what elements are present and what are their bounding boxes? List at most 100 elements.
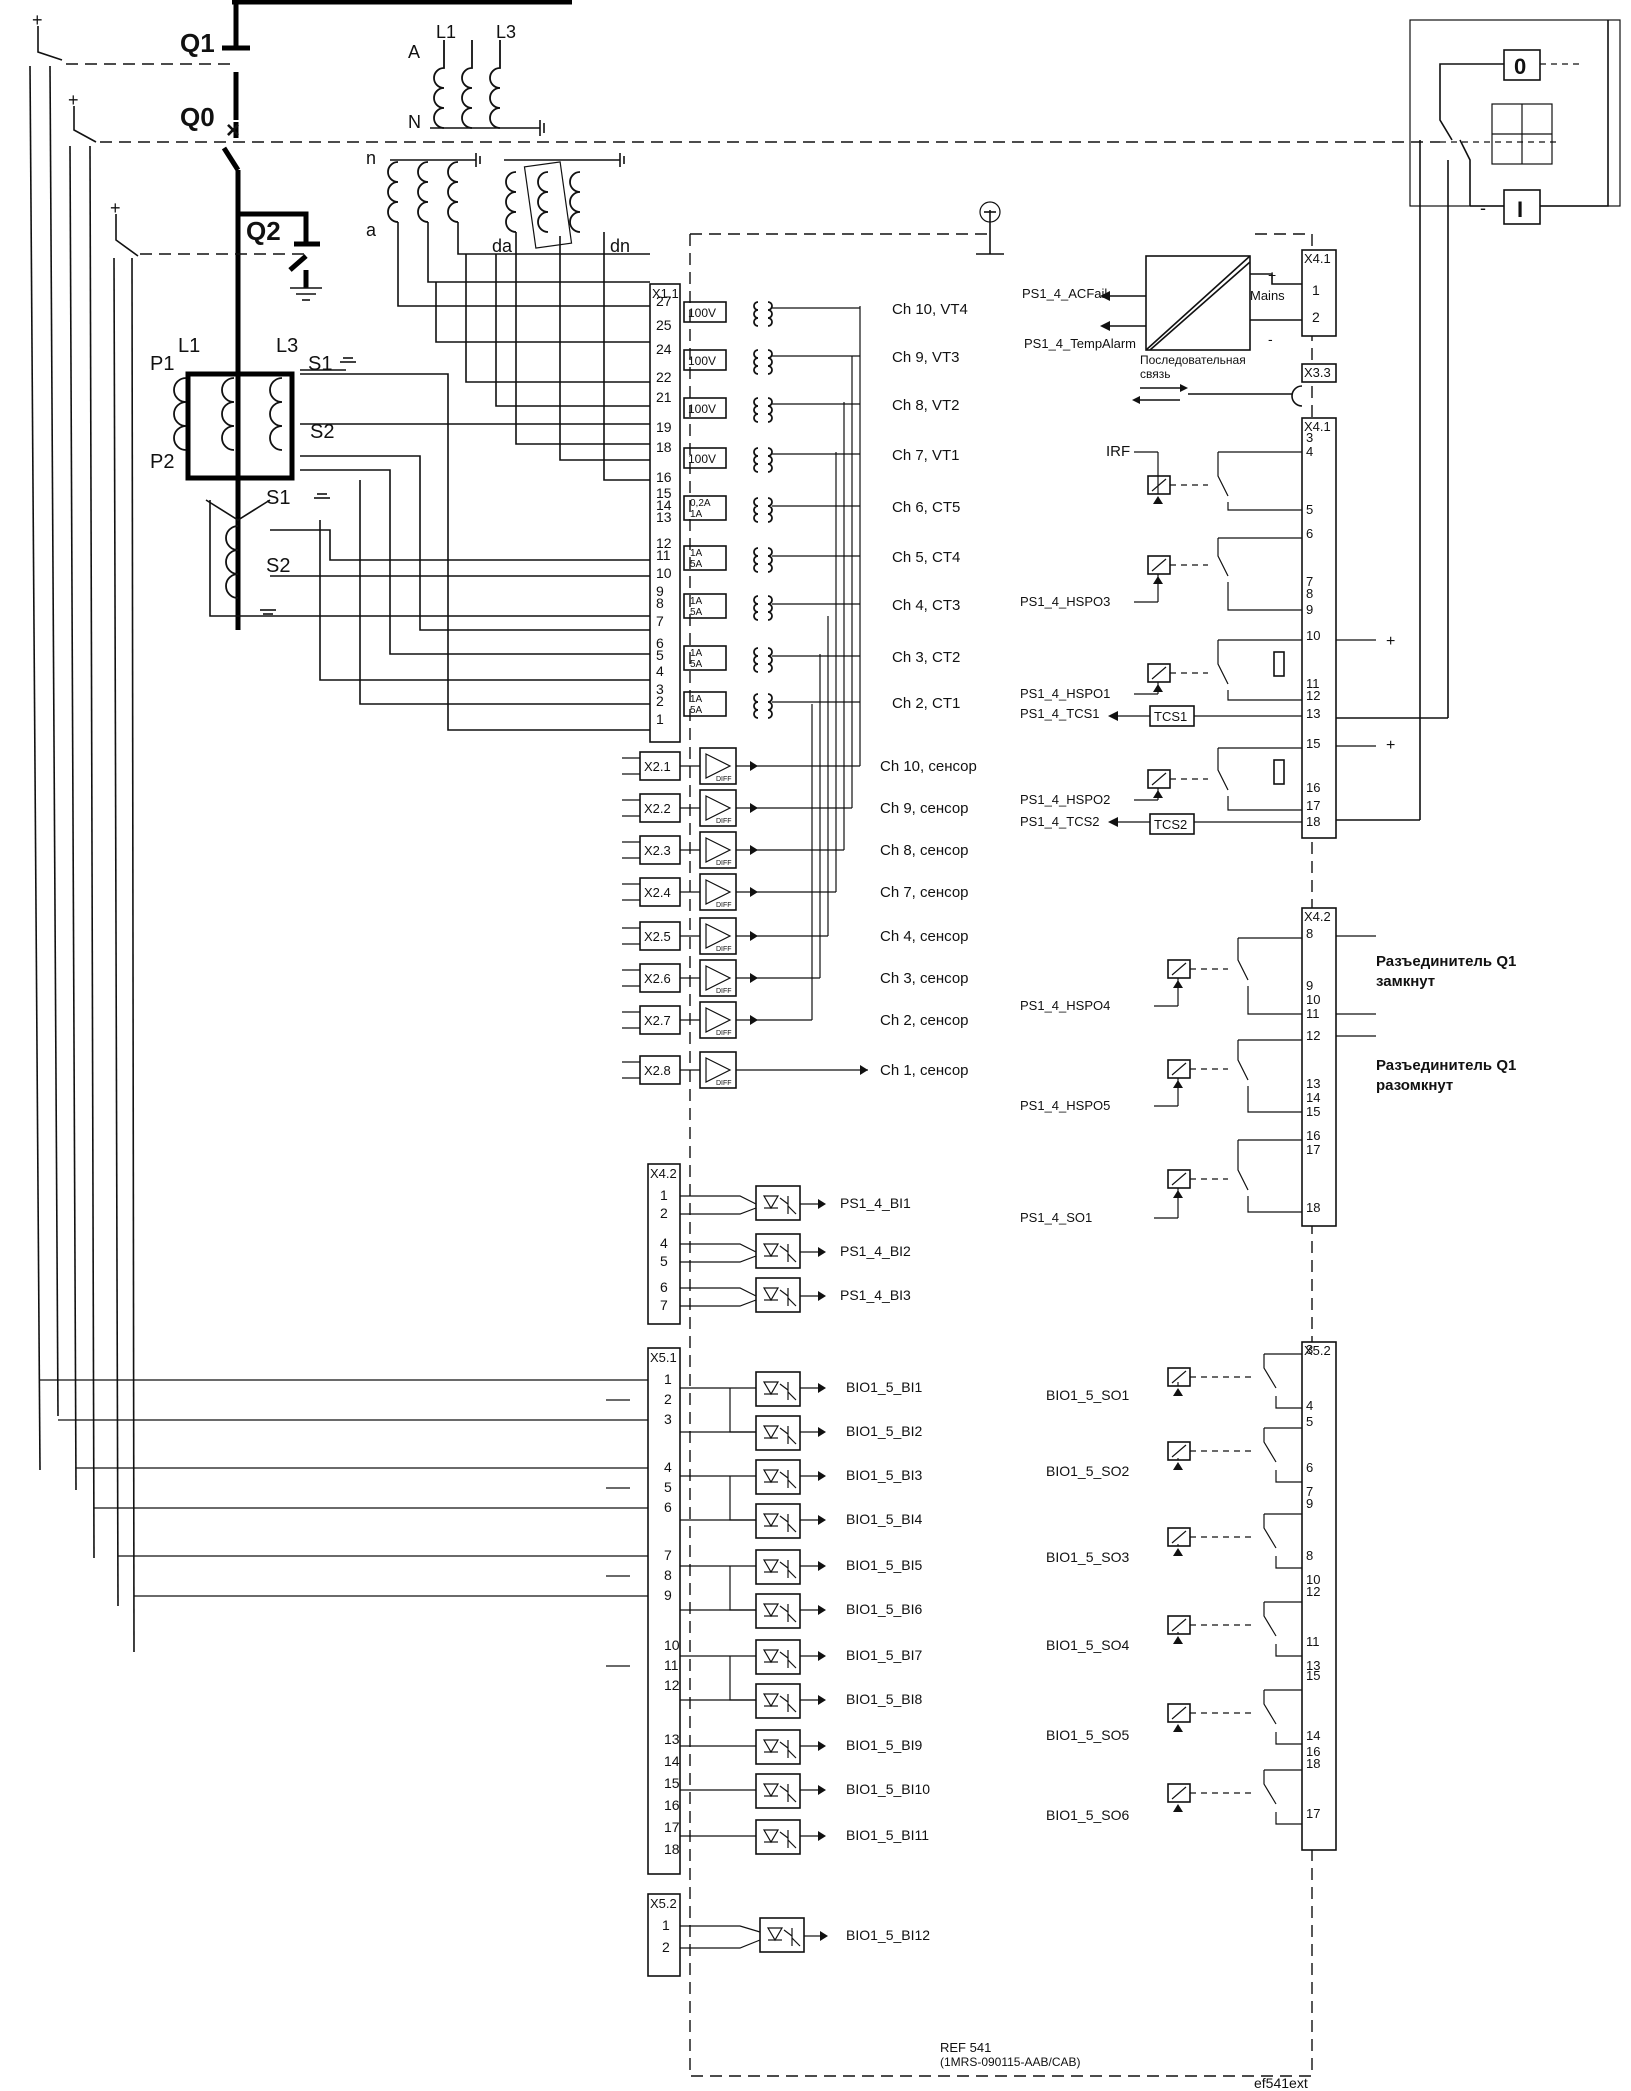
x5-1-pin-3: 3 xyxy=(664,1411,672,1427)
relay-coil-slash xyxy=(1171,1786,1187,1800)
x4-2-pin: 2 xyxy=(660,1205,668,1221)
optocoupler-diode xyxy=(762,1649,780,1664)
sensor-port: X2.1 xyxy=(644,759,671,774)
sensor-channel-label: Ch 7, сенсор xyxy=(880,884,969,901)
bio-so-label: BIO1_5_SO1 xyxy=(1046,1387,1129,1403)
optocoupler-ray xyxy=(779,1695,789,1703)
bi-wire xyxy=(680,1255,757,1263)
bi-common-link xyxy=(729,1656,756,1701)
sensor-port: X2.5 xyxy=(644,929,671,944)
optocoupler-diode xyxy=(766,1927,784,1942)
relay-coil-slash xyxy=(1171,1062,1187,1076)
q0-cross: × xyxy=(226,117,240,144)
bio-bi-label: BIO1_5_BI11 xyxy=(846,1827,929,1843)
x1-1-pin-7: 7 xyxy=(656,613,664,629)
vt-primary-coils xyxy=(430,40,545,136)
arrow-head xyxy=(1173,1080,1183,1088)
relay-coil-slash xyxy=(1171,962,1187,976)
optocoupler-ray xyxy=(779,1651,789,1659)
arrow-head xyxy=(750,931,758,941)
optocoupler-emitter xyxy=(791,1937,801,1947)
sensor-port: X2.2 xyxy=(644,801,671,816)
optocoupler-emitter xyxy=(787,1205,797,1215)
relay-contact xyxy=(1217,748,1229,791)
optocoupler-emitter xyxy=(787,1749,797,1759)
diff-label: DIFF xyxy=(716,860,732,867)
ct-rating-box xyxy=(683,593,727,619)
relay-contact xyxy=(1263,1602,1277,1637)
relay-contact-return xyxy=(1247,1196,1302,1213)
output-pin-5: 5 xyxy=(1306,502,1313,517)
ct-rating-high: 1A xyxy=(690,694,703,705)
power-supply: X4.1 1 2 Mains + - PS1_4_ACFail PS1_4_Te… xyxy=(1022,249,1337,351)
ct-channel-label: Ch 5, CT4 xyxy=(892,549,960,566)
x4-2-pin: 6 xyxy=(660,1279,668,1295)
output-pin-7: 7 xyxy=(1306,1484,1313,1499)
x5-1-box xyxy=(647,1347,681,1875)
optocoupler-emitter xyxy=(787,1523,797,1533)
diff-amp-triangle xyxy=(705,1007,732,1033)
x4-2-pin: 7 xyxy=(660,1297,668,1313)
relay-contact-return xyxy=(1275,1470,1302,1483)
terminal-block-x1-1: X1.1 27252422211918161514131211109876543… xyxy=(649,283,968,743)
arrow-head xyxy=(818,1383,826,1393)
vt-rating: 100V xyxy=(688,306,716,320)
vt-a-label: A xyxy=(408,42,420,62)
x1-1-pin-1: 1 xyxy=(656,711,664,727)
arrow-head xyxy=(750,845,758,855)
relay-coil-slash xyxy=(1151,478,1167,492)
optocoupler-ray xyxy=(779,1785,789,1793)
relay-contact xyxy=(1237,938,1249,981)
arrow-head xyxy=(818,1199,826,1209)
relay-contact-return xyxy=(1247,1086,1302,1113)
vt-rating-box xyxy=(683,301,727,323)
bi-wire xyxy=(680,1243,757,1253)
ct-rating-high: 1A xyxy=(690,648,703,659)
arrow-head xyxy=(818,1831,826,1841)
optocoupler xyxy=(755,1277,801,1313)
relay-coil-slash xyxy=(1151,558,1167,572)
ct-rating-high: 1A xyxy=(690,548,703,559)
bi-common-link xyxy=(729,1476,756,1521)
optocoupler-ray xyxy=(779,1197,789,1205)
vt-coil-secondary xyxy=(767,397,773,423)
ct-s2-label: S2 xyxy=(310,421,334,443)
ct-rating-low: 1A xyxy=(690,509,703,520)
x5-1-pin-16: 16 xyxy=(664,1797,680,1813)
output-pin-11: 11 xyxy=(1306,1006,1320,1021)
output-pin-14: 14 xyxy=(1306,1728,1320,1743)
x1-1-pin-3: 3 xyxy=(656,681,664,697)
arrow-head xyxy=(818,1605,826,1615)
output-pin-9: 9 xyxy=(1306,1496,1313,1511)
x41-plus-2: + xyxy=(1386,737,1395,754)
diff-amp-triangle xyxy=(705,879,732,905)
sensor-port: X2.6 xyxy=(644,971,671,986)
optocoupler-diode xyxy=(762,1559,780,1574)
ct-n-s2-label: S2 xyxy=(266,555,290,577)
optocoupler-ray xyxy=(779,1289,789,1297)
relay-contact xyxy=(1263,1514,1277,1549)
x5-1-pin-5: 5 xyxy=(664,1479,672,1495)
x1-1-pin-24: 24 xyxy=(656,341,672,357)
optocoupler xyxy=(755,1503,801,1539)
bi-wire xyxy=(680,1195,757,1205)
ct-channel-label: Ch 2, CT1 xyxy=(892,695,960,712)
x4-2-pin: 1 xyxy=(660,1187,668,1203)
arrow-head xyxy=(1108,817,1118,827)
x1-1-pin-25: 25 xyxy=(656,317,672,333)
ct-rating-high: 0,2A xyxy=(690,498,711,509)
output-pin-12: 12 xyxy=(1306,1584,1320,1599)
vt-coil-primary xyxy=(753,301,759,327)
arrow-head xyxy=(1173,1388,1183,1396)
diff-amp-triangle xyxy=(705,753,732,779)
q1-open-note-2: разомкнут xyxy=(1376,1077,1453,1094)
relay-contact-return xyxy=(1227,502,1302,511)
mains-plus: + xyxy=(1268,267,1276,283)
x5-1-title: X5.1 xyxy=(650,1350,677,1365)
diff-amp-triangle xyxy=(705,923,732,949)
arrow-head xyxy=(1153,496,1163,504)
x5-1-pin-18: 18 xyxy=(664,1841,680,1857)
